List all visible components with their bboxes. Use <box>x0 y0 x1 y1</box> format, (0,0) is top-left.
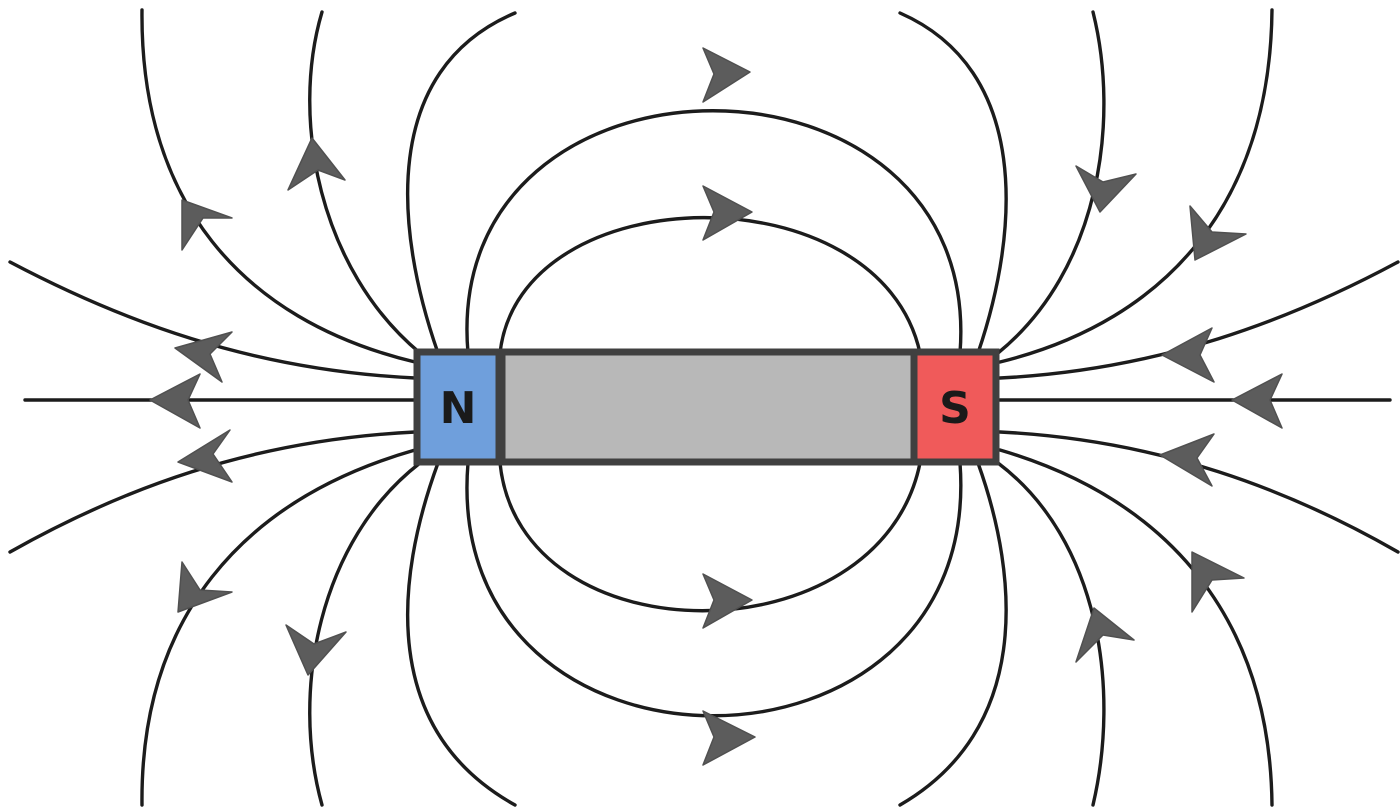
bar-magnet: N S <box>413 348 1000 466</box>
magnet-body <box>498 348 918 466</box>
field-arrows <box>149 47 1283 766</box>
field-line-outer-top <box>465 109 963 355</box>
field-line-left-lower-1 <box>406 461 517 807</box>
arrow-icon <box>702 710 756 766</box>
field-line-inner-top <box>498 216 922 355</box>
field-line-left-lower-3 <box>140 448 417 807</box>
south-pole <box>910 348 1000 466</box>
arrow-icon <box>181 199 233 251</box>
north-pole <box>413 348 503 466</box>
arrow-icon <box>149 373 201 429</box>
arrow-icon <box>174 331 233 383</box>
field-line-left-upper-4 <box>8 260 417 380</box>
field-line-inner-bottom <box>498 461 922 613</box>
field-line-left-lower-4 <box>8 430 417 554</box>
arrow-icon <box>177 561 233 613</box>
arrow-icon <box>702 47 751 103</box>
arrow-icon <box>1161 327 1215 383</box>
arrow-icon <box>702 185 753 241</box>
field-lines <box>8 8 1400 807</box>
arrow-icon <box>285 624 347 676</box>
field-line-left-upper-2 <box>308 10 422 355</box>
arrow-icon <box>1159 433 1215 487</box>
south-pole-label: S <box>939 383 971 434</box>
arrow-icon <box>1191 551 1245 613</box>
field-line-left-lower-2 <box>308 461 422 807</box>
arrow-icon <box>287 137 346 191</box>
arrow-icon <box>702 573 753 629</box>
field-line-right-upper-1 <box>898 11 1008 355</box>
field-line-right-lower-4 <box>998 430 1400 554</box>
arrow-icon <box>1075 165 1137 213</box>
field-line-left-upper-3 <box>140 8 417 364</box>
field-line-right-upper-4 <box>998 260 1400 380</box>
arrow-icon <box>177 429 233 483</box>
north-pole-label: N <box>440 383 477 434</box>
field-line-left-upper-1 <box>406 11 517 355</box>
arrow-icon <box>1075 607 1135 663</box>
arrow-icon <box>1189 205 1247 261</box>
arrow-icon <box>1231 373 1283 429</box>
field-line-right-lower-1 <box>898 461 1008 807</box>
